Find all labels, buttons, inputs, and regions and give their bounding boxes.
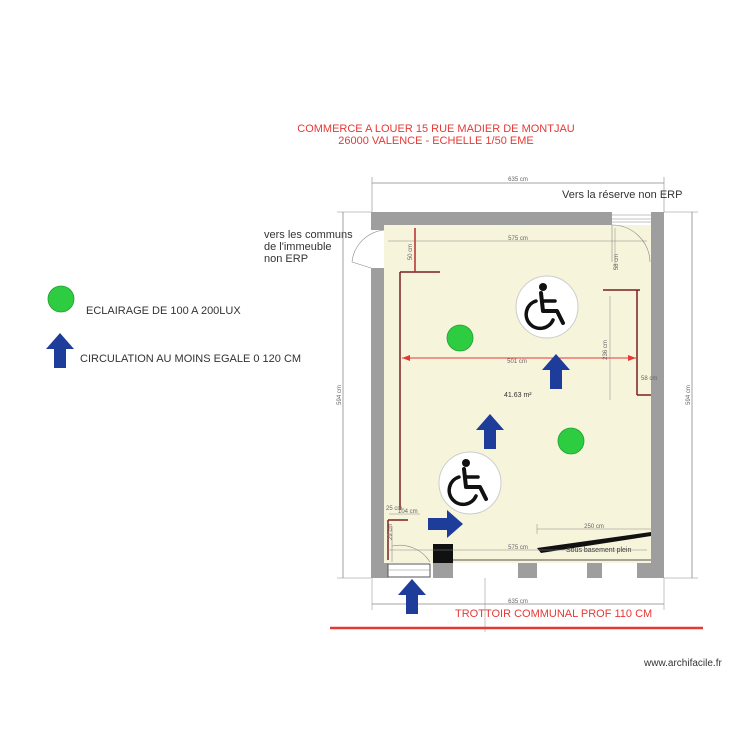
communs-label-1: vers les communs [264,229,353,241]
shop-floor [384,225,651,563]
door-opening-left [371,230,384,268]
legend: ECLAIRAGE DE 100 A 200LUX CIRCULATION AU… [46,285,301,368]
dim-bottom-outer: 635 cm [508,599,528,605]
communs-label-2: de l'immeuble [264,241,332,253]
column-block [433,544,453,563]
area-label: 41.63 m² [504,392,532,399]
door-opening-top-right [612,212,651,225]
title-line-2: 26000 VALENCE - ECHELLE 1/50 EME [338,135,533,147]
entrance-step [387,563,431,578]
basement-label: Sous basement plein [566,547,631,554]
circulation-arrow-icon [398,579,426,614]
dim-right-height: 236 cm [603,340,609,360]
light-point [557,427,585,455]
partitions [387,228,651,560]
basement-base [537,532,651,553]
dim-lower-left-width: 104 cm [398,509,418,515]
door-swing-entrance [391,526,431,563]
dim-left-small: 29 cm [388,524,394,540]
door-swing-left [351,229,385,269]
footer-url: www.archifacile.fr [643,658,722,669]
legend-light-icon [47,285,75,313]
dim-right-side-small: 58 cm [641,376,657,382]
light-point [446,324,474,352]
outer-side-dimensions: 594 cm 594 cm 635 cm [337,211,698,632]
dim-left-outer: 594 cm [337,385,343,405]
wheelchair-icon [514,274,580,340]
top-outer-dimension: 635 cm [371,177,665,212]
shopfront-window-2 [537,563,587,578]
sidewalk-label: TROTTOIR COMMUNAL PROF 110 CM [455,608,652,620]
communs-label-3: non ERP [264,253,308,265]
dim-lower-left-height: 25 cm [386,506,402,512]
dim-inner-width: 501 cm [507,359,527,365]
dim-top-outer: 635 cm [508,177,528,183]
shopfront-window-1 [453,563,518,578]
window-top-right [612,214,651,223]
inner-dimensions: 575 cm 575 cm 501 cm 236 cm 50 cm 58 cm … [386,228,657,551]
reserve-label: Vers la réserve non ERP [562,189,682,201]
dim-upper-left-height: 50 cm [408,244,414,260]
title-line-1: COMMERCE A LOUER 15 RUE MADIER DE MONTJA… [297,123,575,135]
door-swing-top-right [611,224,651,263]
dim-upper-right-height: 58 cm [614,254,620,270]
dim-right-outer: 594 cm [686,385,692,405]
wheelchair-icon [437,450,503,516]
legend-arrow-icon [46,333,74,368]
shopfront-window-3 [602,563,637,578]
legend-circulation-label: CIRCULATION AU MOINS EGALE 0 120 CM [80,353,301,365]
dim-bottom-inner: 575 cm [508,545,528,551]
legend-lighting-label: ECLAIRAGE DE 100 A 200LUX [86,305,241,317]
dim-top-inner: 575 cm [508,236,528,242]
dim-lower-right-width: 250 cm [584,524,604,530]
